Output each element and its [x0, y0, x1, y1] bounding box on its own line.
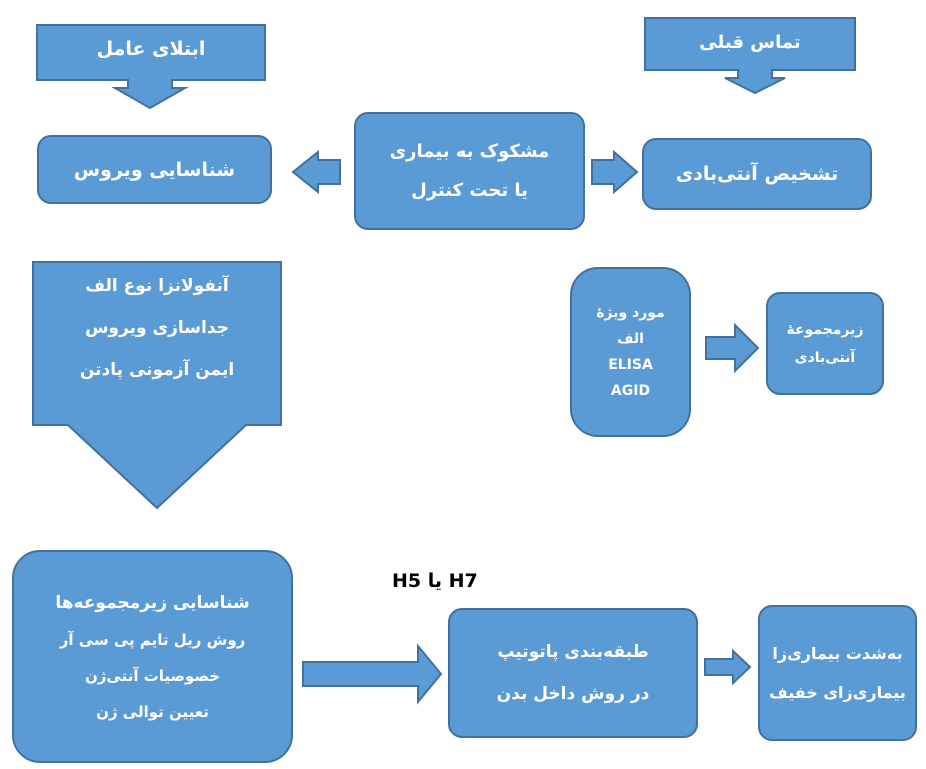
- antibody-subset-box: زیرمجموعهٔ آنتی‌بادی: [766, 292, 884, 395]
- pathotype-classification-line1: طبقه‌بندی پاتوتیپ: [497, 642, 649, 662]
- virus-identification-box: شناسایی ویروس: [37, 135, 272, 204]
- subtype-identification-box: شناسایی زیرمجموعه‌ها روش ریل تایم پی سی …: [12, 550, 293, 763]
- elisa-line: ELISA: [608, 357, 653, 373]
- virus-isolation-line: جداسازی ویروس: [85, 318, 229, 338]
- antibody-immunoassay-line: ایمن آزمونی پادتن: [79, 360, 235, 380]
- under-control-line: یا تحت کنترل: [411, 180, 528, 201]
- antibody-subset-line1: زیرمجموعهٔ: [786, 321, 864, 338]
- gene-sequencing-line: تعیین توالی ژن: [96, 702, 209, 721]
- in-vivo-method-line: در روش داخل بدن: [496, 684, 650, 704]
- type-a-specific-line2: الف: [617, 331, 644, 347]
- antibody-subset-line2: آنتی‌بادی: [794, 349, 856, 366]
- pathotype-classification-box: طبقه‌بندی پاتوتیپ در روش داخل بدن: [448, 608, 698, 738]
- prior-contact-label: تماس قبلی: [699, 32, 801, 53]
- antibody-detection-box: تشخیص آنتی‌بادی: [642, 138, 872, 210]
- type-a-specific-line1: مورد ویژهٔ: [596, 305, 665, 321]
- pathogenicity-box: به‌شدت بیماری‌زا بیماری‌زای خفیف: [758, 605, 917, 741]
- influenza-a-line: آنفولانزا نوع الف: [85, 276, 229, 296]
- virus-identification-label: شناسایی ویروس: [73, 158, 236, 181]
- influenza-a-text: آنفولانزا نوع الف جداسازی ویروس ایمن آزم…: [35, 264, 279, 422]
- agid-line: AGID: [610, 383, 651, 399]
- subtype-annotation: H7 یا H5: [392, 570, 478, 592]
- antigen-characteristics-line: خصوصیات آنتی‌ژن: [84, 666, 221, 685]
- real-time-pcr-line: روش ریل تایم پی سی آر: [59, 630, 246, 649]
- antibody-detection-label: تشخیص آنتی‌بادی: [675, 163, 839, 185]
- suspected-disease-line: مشکوک به بیماری: [389, 141, 550, 162]
- type-a-specific-box: مورد ویژهٔ الف ELISA AGID: [570, 267, 691, 437]
- highly-pathogenic-line: به‌شدت بیماری‌زا: [772, 644, 903, 663]
- suspected-disease-box: مشکوک به بیماری یا تحت کنترل: [354, 112, 585, 230]
- causative-agent-infection-label: ابتلای عامل: [96, 38, 206, 60]
- subtype-identification-title: شناسایی زیرمجموعه‌ها: [55, 592, 250, 613]
- low-pathogenic-line: بیماری‌زای خفیف: [769, 683, 906, 702]
